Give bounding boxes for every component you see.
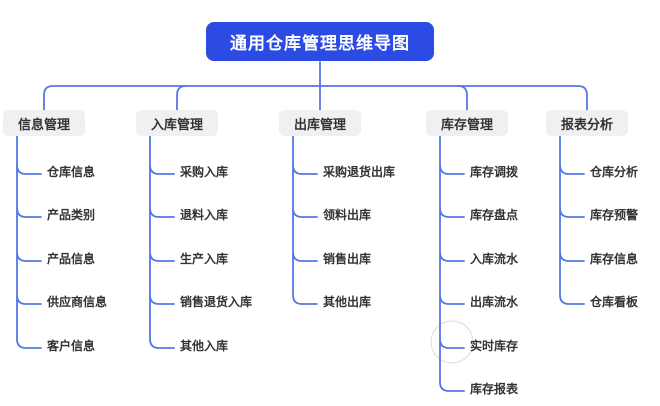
child-node[interactable]: 采购入库 bbox=[180, 165, 229, 179]
branch-2-connector bbox=[149, 135, 175, 349]
child-node[interactable]: 产品信息 bbox=[47, 252, 96, 266]
child-node[interactable]: 仓库信息 bbox=[47, 165, 96, 179]
child-node[interactable]: 库存调拨 bbox=[470, 165, 519, 179]
child-node[interactable]: 入库流水 bbox=[470, 252, 519, 266]
branch-1-connector bbox=[16, 135, 42, 349]
child-node[interactable]: 出库流水 bbox=[470, 295, 519, 309]
branch-node-inventory-management[interactable]: 库存管理 bbox=[426, 110, 508, 136]
branch-node-info-management[interactable]: 信息管理 bbox=[3, 110, 85, 136]
branch-node-report-analysis[interactable]: 报表分析 bbox=[546, 110, 628, 136]
child-node[interactable]: 库存报表 bbox=[470, 382, 519, 396]
branch-node-outbound-management[interactable]: 出库管理 bbox=[279, 110, 361, 136]
child-node[interactable]: 客户信息 bbox=[47, 339, 96, 353]
child-node[interactable]: 销售出库 bbox=[323, 252, 372, 266]
child-node[interactable]: 供应商信息 bbox=[47, 295, 108, 309]
child-node[interactable]: 生产入库 bbox=[180, 252, 229, 266]
child-node[interactable]: 领料出库 bbox=[323, 208, 372, 222]
child-node[interactable]: 库存预警 bbox=[590, 208, 639, 222]
child-node[interactable]: 退料入库 bbox=[180, 208, 229, 222]
child-node[interactable]: 库存信息 bbox=[590, 252, 639, 266]
root-node[interactable]: 通用仓库管理思维导图 bbox=[206, 22, 434, 61]
child-node[interactable]: 库存盘点 bbox=[470, 208, 519, 222]
branch-5-connector bbox=[559, 135, 585, 305]
child-node[interactable]: 销售退货入库 bbox=[180, 295, 253, 309]
child-node[interactable]: 仓库看板 bbox=[590, 295, 639, 309]
branch-node-inbound-management[interactable]: 入库管理 bbox=[136, 110, 218, 136]
child-node[interactable]: 其他入库 bbox=[180, 339, 229, 353]
child-node[interactable]: 产品类别 bbox=[47, 208, 96, 222]
child-node[interactable]: 仓库分析 bbox=[590, 165, 639, 179]
child-node[interactable]: 采购退货出库 bbox=[323, 165, 396, 179]
child-node[interactable]: 其他出库 bbox=[323, 295, 372, 309]
child-node[interactable]: 实时库存 bbox=[470, 339, 519, 353]
branch-3-connector bbox=[292, 135, 318, 305]
watermark-circle bbox=[430, 320, 474, 364]
branch-4-connector bbox=[439, 135, 465, 392]
top-level-connector bbox=[43, 61, 588, 111]
